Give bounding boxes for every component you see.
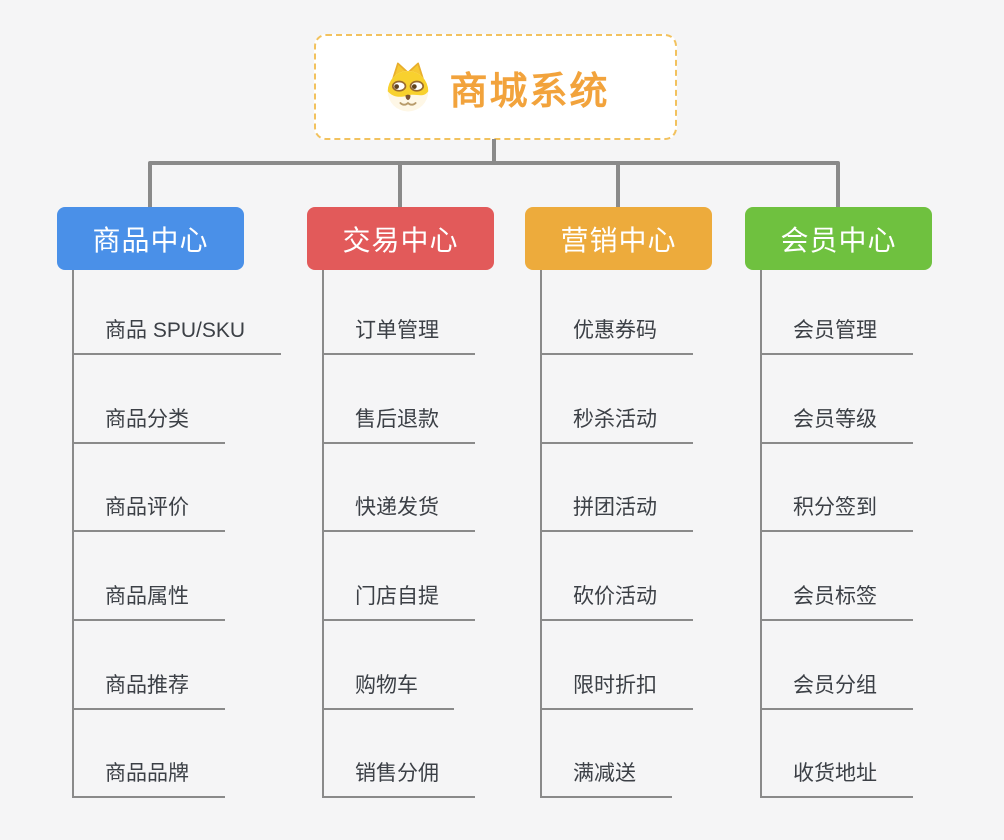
doge-icon: [388, 62, 429, 112]
branch-product-center: 商品中心 商品 SPU/SKU 商品分类 商品评价 商品属性 商品推荐 商品品牌: [57, 207, 297, 807]
child-node-sales-commission[interactable]: 销售分佣: [322, 760, 475, 798]
root-title: 商城系统: [449, 70, 610, 113]
connector-root-drop: [492, 139, 496, 163]
connector-drop-product: [148, 163, 152, 208]
child-node-product-category[interactable]: 商品分类: [72, 406, 225, 444]
child-node-member-tag[interactable]: 会员标签: [760, 583, 913, 621]
branch-node-product-center[interactable]: 商品中心: [57, 207, 244, 270]
child-node-limited-time-discount[interactable]: 限时折扣: [540, 672, 693, 710]
child-node-points-checkin[interactable]: 积分签到: [760, 494, 913, 532]
connector-trunk: [760, 270, 762, 798]
child-node-member-level[interactable]: 会员等级: [760, 406, 913, 444]
child-node-bargain-activity[interactable]: 砍价活动: [540, 583, 693, 621]
child-node-shopping-cart[interactable]: 购物车: [322, 672, 454, 710]
connector-drop-member: [836, 163, 840, 208]
branch-node-marketing-center[interactable]: 营销中心: [525, 207, 712, 270]
branch-trade-center: 交易中心 订单管理 售后退款 快递发货 门店自提 购物车 销售分佣: [307, 207, 547, 807]
branch-member-center: 会员中心 会员管理 会员等级 积分签到 会员标签 会员分组 收货地址: [745, 207, 985, 807]
child-node-full-reduction[interactable]: 满减送: [540, 760, 672, 798]
connector-trunk: [322, 270, 324, 798]
child-node-after-sale-refund[interactable]: 售后退款: [322, 406, 475, 444]
child-node-product-brand[interactable]: 商品品牌: [72, 760, 225, 798]
connector-bus: [148, 161, 840, 165]
branch-marketing-center: 营销中心 优惠券码 秒杀活动 拼团活动 砍价活动 限时折扣 满减送: [525, 207, 765, 807]
connector-trunk: [540, 270, 542, 798]
child-node-group-buy[interactable]: 拼团活动: [540, 494, 693, 532]
child-node-member-group[interactable]: 会员分组: [760, 672, 913, 710]
root-node-mall-system[interactable]: 商城系统: [314, 34, 677, 140]
connector-trunk: [72, 270, 74, 798]
child-node-coupon-code[interactable]: 优惠券码: [540, 317, 693, 355]
connector-drop-marketing: [616, 163, 620, 208]
branch-node-trade-center[interactable]: 交易中心: [307, 207, 494, 270]
child-node-member-management[interactable]: 会员管理: [760, 317, 913, 355]
child-node-express-delivery[interactable]: 快递发货: [322, 494, 475, 532]
child-node-store-pickup[interactable]: 门店自提: [322, 583, 475, 621]
branch-node-member-center[interactable]: 会员中心: [745, 207, 932, 270]
child-node-product-recommend[interactable]: 商品推荐: [72, 672, 225, 710]
child-node-product-spu-sku[interactable]: 商品 SPU/SKU: [72, 317, 282, 355]
child-node-order-management[interactable]: 订单管理: [322, 317, 475, 355]
child-node-shipping-address[interactable]: 收货地址: [760, 760, 913, 798]
connector-drop-trade: [398, 163, 402, 208]
child-node-flash-sale[interactable]: 秒杀活动: [540, 406, 693, 444]
child-node-product-attribute[interactable]: 商品属性: [72, 583, 225, 621]
child-node-product-review[interactable]: 商品评价: [72, 494, 225, 532]
